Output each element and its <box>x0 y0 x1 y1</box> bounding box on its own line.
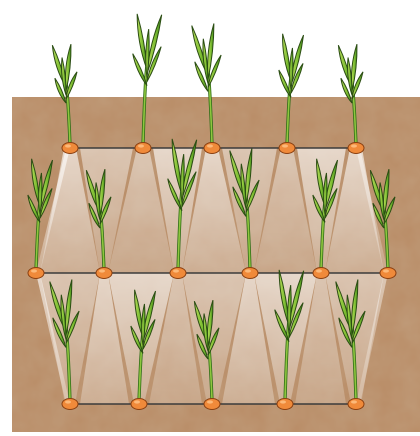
seed <box>135 143 151 154</box>
seed-highlight <box>138 144 144 147</box>
seed-highlight <box>173 269 179 272</box>
seed-highlight <box>207 400 213 403</box>
seed-highlight <box>351 400 357 403</box>
seed-highlight <box>134 400 140 403</box>
seed-highlight <box>65 144 71 147</box>
leaf <box>290 48 293 89</box>
seed-highlight <box>383 269 389 272</box>
leaf <box>348 58 352 96</box>
seed-highlight <box>245 269 251 272</box>
seed-highlight <box>65 400 71 403</box>
seed <box>131 399 147 410</box>
seed <box>204 143 220 154</box>
leaf <box>62 58 66 96</box>
seed <box>279 143 295 154</box>
seed <box>348 143 364 154</box>
seed-highlight <box>351 144 357 147</box>
seed-highlight <box>280 400 286 403</box>
seed-highlight <box>31 269 37 272</box>
seed <box>170 268 186 279</box>
seed <box>96 268 112 279</box>
seed <box>62 399 78 410</box>
seed <box>62 143 78 154</box>
seed <box>313 268 329 279</box>
leaf <box>146 29 149 78</box>
seed-highlight <box>282 144 288 147</box>
seed <box>277 399 293 410</box>
seed <box>242 268 258 279</box>
leaf <box>203 39 208 84</box>
seed <box>204 399 220 410</box>
seed-highlight <box>207 144 213 147</box>
seed-highlight <box>99 269 105 272</box>
seed-highlight <box>316 269 322 272</box>
seed <box>348 399 364 410</box>
seed <box>28 268 44 279</box>
seed <box>380 268 396 279</box>
